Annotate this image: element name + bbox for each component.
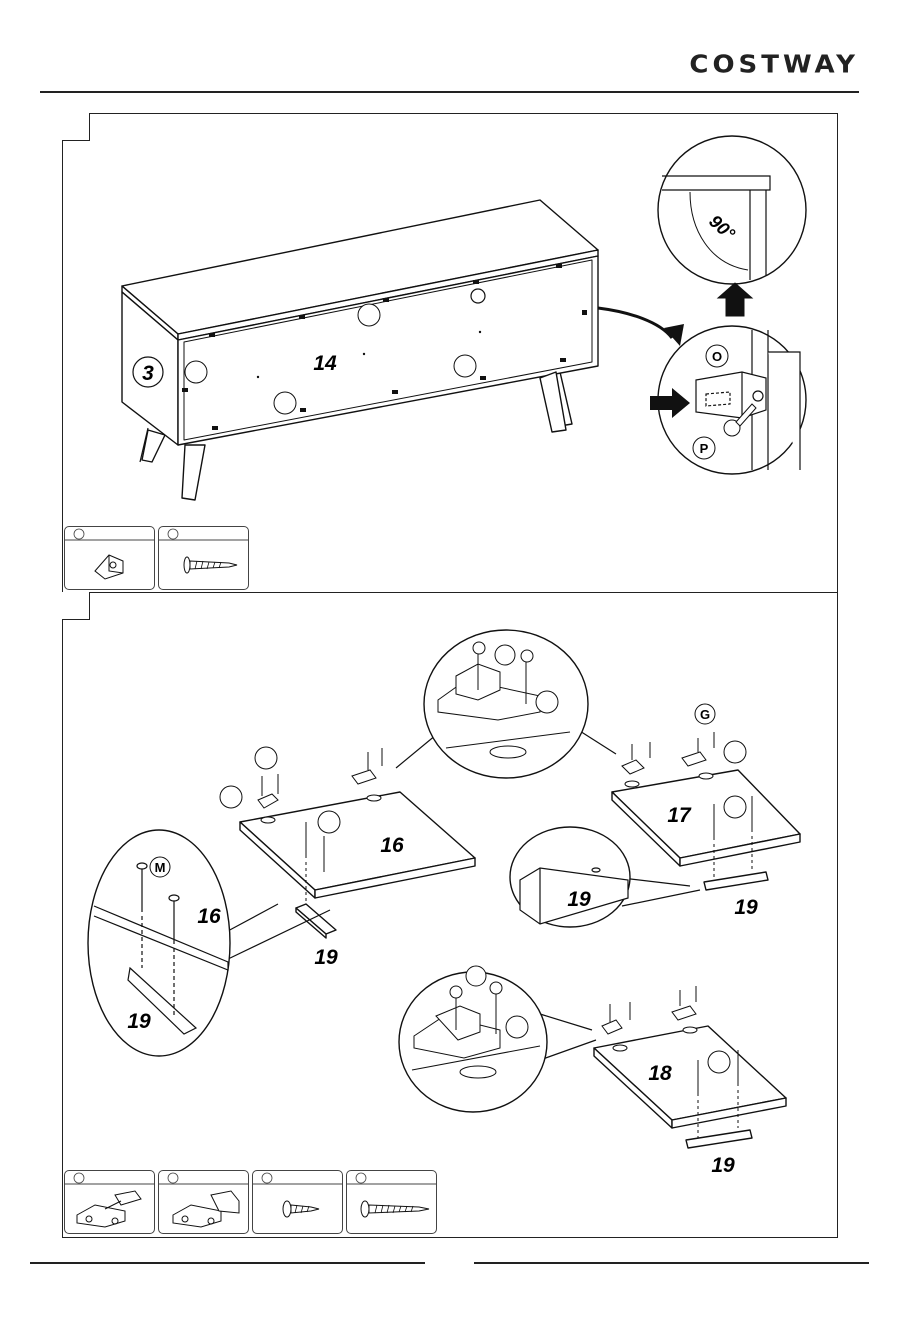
part-box-short-screw	[252, 1170, 343, 1234]
screw-icon	[347, 1171, 436, 1233]
label-door-18: 18	[648, 1062, 672, 1085]
label-handle-19-bottom: 19	[711, 1154, 735, 1177]
label-handle-19-right: 19	[734, 896, 758, 919]
footer-rule-left	[30, 1262, 425, 1264]
hinge-icon	[159, 1171, 248, 1233]
label-door-17: 17	[667, 804, 692, 827]
label-handle-19-detail: 19	[127, 1010, 151, 1033]
part-box-hinge-b	[158, 1170, 249, 1234]
label-handle-19: 19	[314, 946, 338, 969]
screw-icon	[253, 1171, 342, 1233]
hinge-icon	[65, 1171, 154, 1233]
footer-rule-right	[474, 1262, 869, 1264]
part-box-hinge-a	[64, 1170, 155, 1234]
label-door-16-detail: 16	[197, 905, 221, 928]
label-door-16: 16	[380, 834, 404, 857]
label-handle-19-middle: 19	[567, 888, 591, 911]
label-detail-m: M	[155, 860, 166, 875]
door-panel-16	[240, 792, 475, 890]
label-detail-g: G	[700, 707, 710, 722]
handle-19c	[686, 1130, 752, 1148]
part-box-long-screw	[346, 1170, 437, 1234]
